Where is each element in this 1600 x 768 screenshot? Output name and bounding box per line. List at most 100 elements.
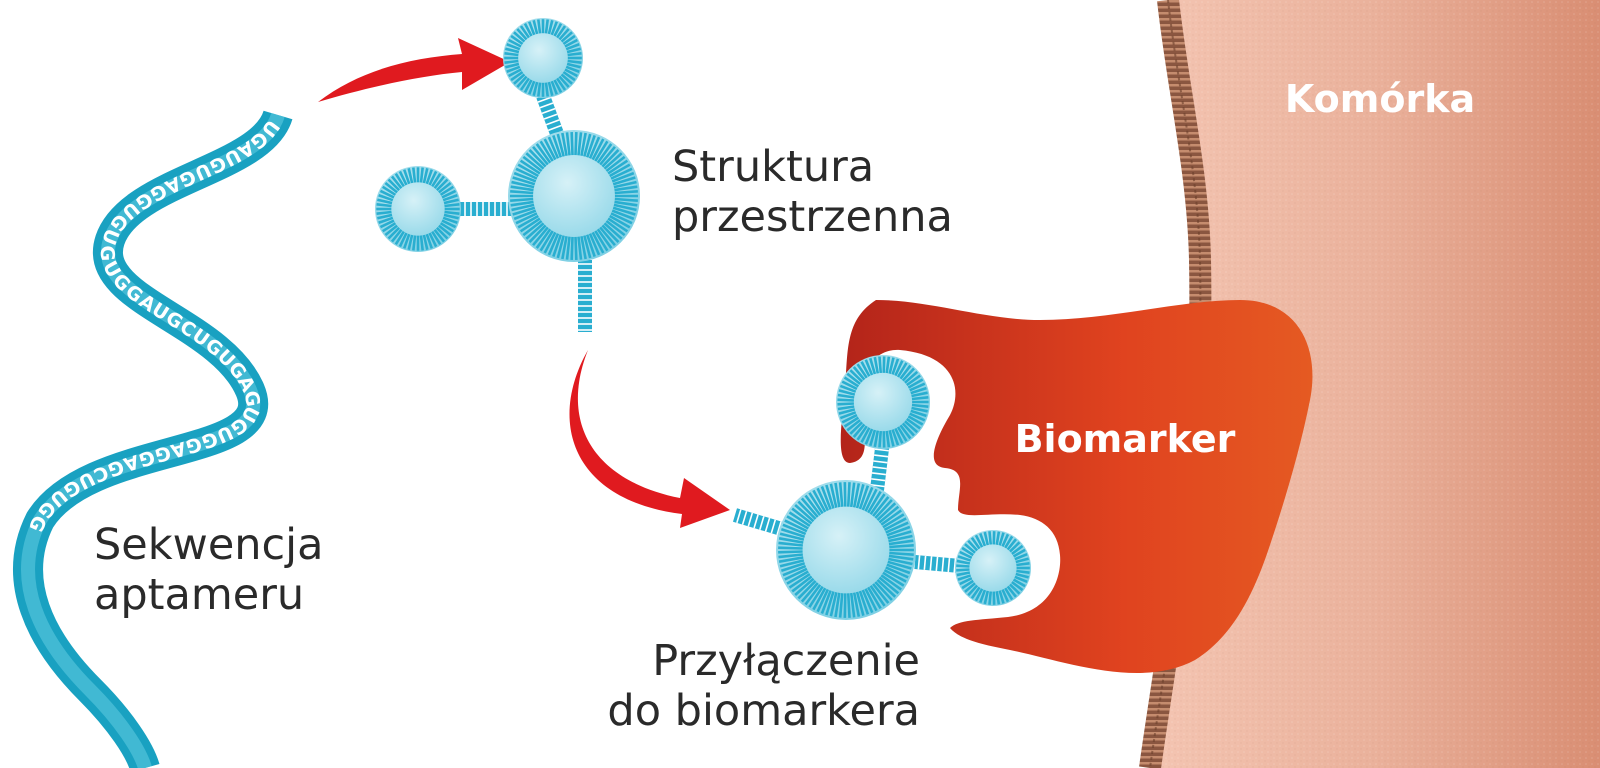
stem-rung — [874, 454, 889, 458]
core-ball-tick — [788, 572, 811, 589]
stem-rung — [545, 119, 560, 126]
core-ball-tick — [864, 588, 878, 612]
loop-ball-tick — [439, 185, 455, 196]
loop-ball-tick — [905, 417, 921, 430]
core-ball-tick — [834, 482, 841, 508]
loop-ball-tick — [523, 23, 533, 37]
loop-ball-tick — [901, 367, 915, 382]
structure-label: Struktura przestrzenna — [672, 142, 953, 242]
stem-rung — [543, 113, 558, 120]
loop-ball-tick — [519, 25, 530, 39]
core-ball-tick — [820, 590, 832, 614]
core-ball-tick — [611, 171, 635, 183]
loop-ball-tick — [860, 361, 871, 377]
binding-label: Przyłączenie do biomarkera — [560, 636, 920, 736]
loop-ball-tick — [970, 586, 981, 599]
stem-rung — [870, 484, 885, 488]
loop-ball-tick — [909, 412, 926, 422]
loop-ball-tick — [407, 234, 414, 250]
loop-ball-tick — [979, 589, 987, 604]
core-ball-tick — [812, 489, 827, 513]
loop-ball — [503, 18, 583, 98]
loop-ball-tick — [838, 408, 856, 415]
loop-ball-tick — [519, 77, 530, 91]
core-ball-tick — [577, 132, 583, 156]
core-ball-tick — [786, 515, 809, 530]
core-ball-tick — [784, 519, 808, 533]
core-ball-tick — [878, 505, 900, 524]
loop-ball-tick — [441, 219, 457, 229]
loop-ball-tick — [837, 405, 855, 411]
core-ball-tick — [601, 149, 620, 168]
core-ball-tick — [607, 217, 629, 233]
loop-ball-tick — [384, 181, 398, 194]
core-ball-tick — [610, 212, 633, 225]
strand-letters: UGAUGUGAGGUGUGUGGAUGCUGUGAGUGUGGAGGAGCUG… — [24, 116, 284, 537]
core-ball-tick — [613, 203, 637, 212]
loop-ball-tick — [505, 47, 520, 54]
loop-ball-tick — [516, 75, 528, 88]
stem-rung — [741, 510, 748, 525]
loop-ball-tick — [506, 65, 521, 73]
loop-ball-tick — [398, 232, 408, 248]
core-ball-tick — [886, 525, 911, 537]
core-ball-tick — [788, 511, 811, 528]
loop-ball-tick — [553, 23, 563, 37]
core-ball-tick — [565, 132, 571, 156]
core-ball-tick — [585, 134, 596, 158]
stem-rung — [941, 557, 945, 572]
loop-ball-tick — [377, 198, 393, 205]
loop-ball-tick — [378, 193, 394, 202]
cell-texture — [1150, 0, 1600, 768]
loop-ball-tick — [510, 34, 524, 45]
core-ball-tick — [887, 530, 912, 540]
loop-ball-tick — [508, 38, 522, 48]
loop-ball-tick — [956, 559, 971, 565]
core-ball-tick — [778, 541, 803, 547]
loop-ball-tick — [1012, 578, 1026, 588]
core-ball-tick — [561, 236, 568, 260]
core-ball-tick — [778, 537, 804, 544]
stem-rung — [747, 512, 754, 527]
core-ball-tick — [834, 592, 841, 618]
loop-ball-tick — [1006, 538, 1017, 551]
core-ball-tick — [888, 554, 914, 561]
loop-ball-tick — [974, 588, 984, 602]
loop-ball-tick — [412, 167, 417, 183]
loop-ball-tick — [846, 419, 861, 432]
core-ball-tick — [779, 532, 805, 541]
loop-ball-tick — [433, 229, 446, 243]
loop-ball-tick — [438, 224, 452, 237]
loop-ball-tick — [506, 43, 521, 51]
loop-ball-tick — [911, 403, 929, 408]
core-ball-tick — [782, 564, 807, 577]
core-ball-tick — [888, 539, 914, 546]
loop-ball-tick — [849, 421, 864, 435]
core-ball-tick — [599, 226, 616, 247]
loop-ball-tick — [837, 402, 854, 406]
loop-ball-tick — [911, 396, 929, 401]
loop-ball-tick — [435, 178, 449, 192]
loop-ball-tick — [856, 425, 868, 441]
core-ball-tick — [782, 523, 807, 536]
core-ball-tick — [855, 591, 865, 616]
stem-rung — [917, 555, 921, 570]
aptamer-3d-structure-free — [375, 18, 640, 332]
loop-ball-tick — [852, 366, 866, 381]
core-ball-tick — [869, 584, 886, 607]
core-ball-tick — [580, 236, 587, 260]
core-ball-tick — [594, 140, 609, 162]
core-ball-tick — [525, 222, 545, 240]
loop-ball-tick — [556, 77, 567, 91]
core-ball-tick — [612, 176, 636, 186]
loop-ball-tick — [839, 384, 857, 393]
loop-ball-tick — [556, 25, 567, 39]
core-ball-tick — [889, 544, 914, 549]
core-ball-tick — [601, 224, 620, 243]
core-ball-tick — [784, 567, 808, 581]
loop-ball-tick — [885, 356, 891, 374]
loop-ball-tick — [904, 370, 919, 384]
stem-rung — [873, 460, 888, 464]
loop-ball-tick — [381, 222, 397, 233]
loop-ball-tick — [970, 537, 981, 550]
